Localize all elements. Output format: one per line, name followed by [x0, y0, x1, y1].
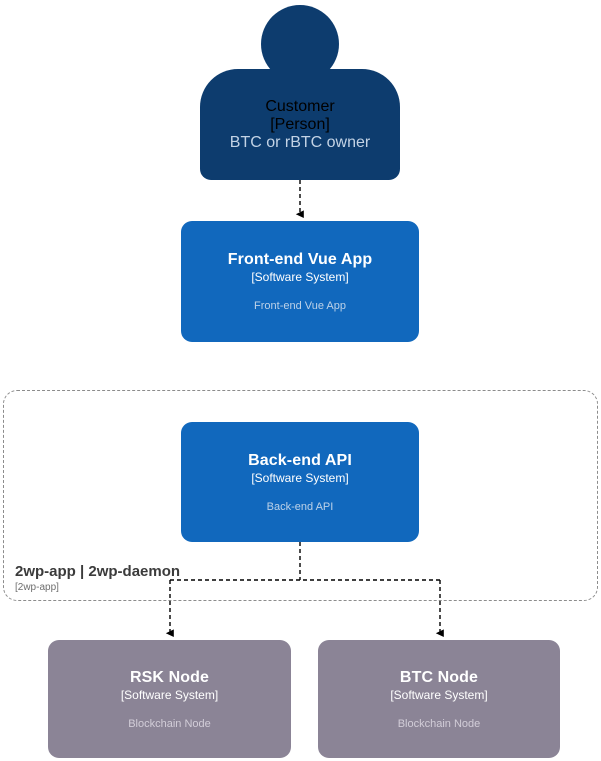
boundary-label-group: 2wp-app | 2wp-daemon [2wp-app] [15, 562, 180, 594]
system-boundary-2wp-app: 2wp-app | 2wp-daemon [2wp-app] [3, 390, 598, 601]
node-rsk-node[interactable]: RSK Node [Software System] Blockchain No… [48, 640, 291, 758]
node-customer[interactable]: Customer [Person] BTC or rBTC owner [200, 5, 400, 180]
node-btc-node-title: BTC Node [399, 668, 479, 686]
node-btc-node[interactable]: BTC Node [Software System] Blockchain No… [318, 640, 560, 758]
node-backend-api-description: Back-end API [266, 500, 334, 513]
node-backend-api-title: Back-end API [248, 451, 352, 469]
node-frontend-vue-app-type: [Software System] [251, 270, 349, 284]
node-frontend-vue-app[interactable]: Front-end Vue App [Software System] Fron… [181, 221, 419, 342]
person-body: Customer [Person] BTC or rBTC owner [200, 69, 400, 180]
node-btc-node-description: Blockchain Node [397, 717, 481, 730]
node-customer-description: BTC or rBTC owner [229, 133, 371, 151]
node-backend-api[interactable]: Back-end API [Software System] Back-end … [181, 422, 419, 542]
node-rsk-node-description: Blockchain Node [128, 717, 211, 730]
boundary-type: [2wp-app] [15, 582, 59, 593]
node-rsk-node-title: RSK Node [129, 668, 210, 686]
node-customer-title: Customer [265, 97, 335, 115]
node-rsk-node-type: [Software System] [120, 687, 219, 702]
node-frontend-vue-app-description: Front-end Vue App [254, 300, 346, 312]
node-btc-node-type: [Software System] [390, 687, 488, 702]
node-customer-type: [Person] [270, 115, 330, 133]
boundary-title: 2wp-app | 2wp-daemon [15, 563, 181, 580]
node-frontend-vue-app-title: Front-end Vue App [227, 251, 373, 268]
node-backend-api-type: [Software System] [251, 470, 349, 485]
